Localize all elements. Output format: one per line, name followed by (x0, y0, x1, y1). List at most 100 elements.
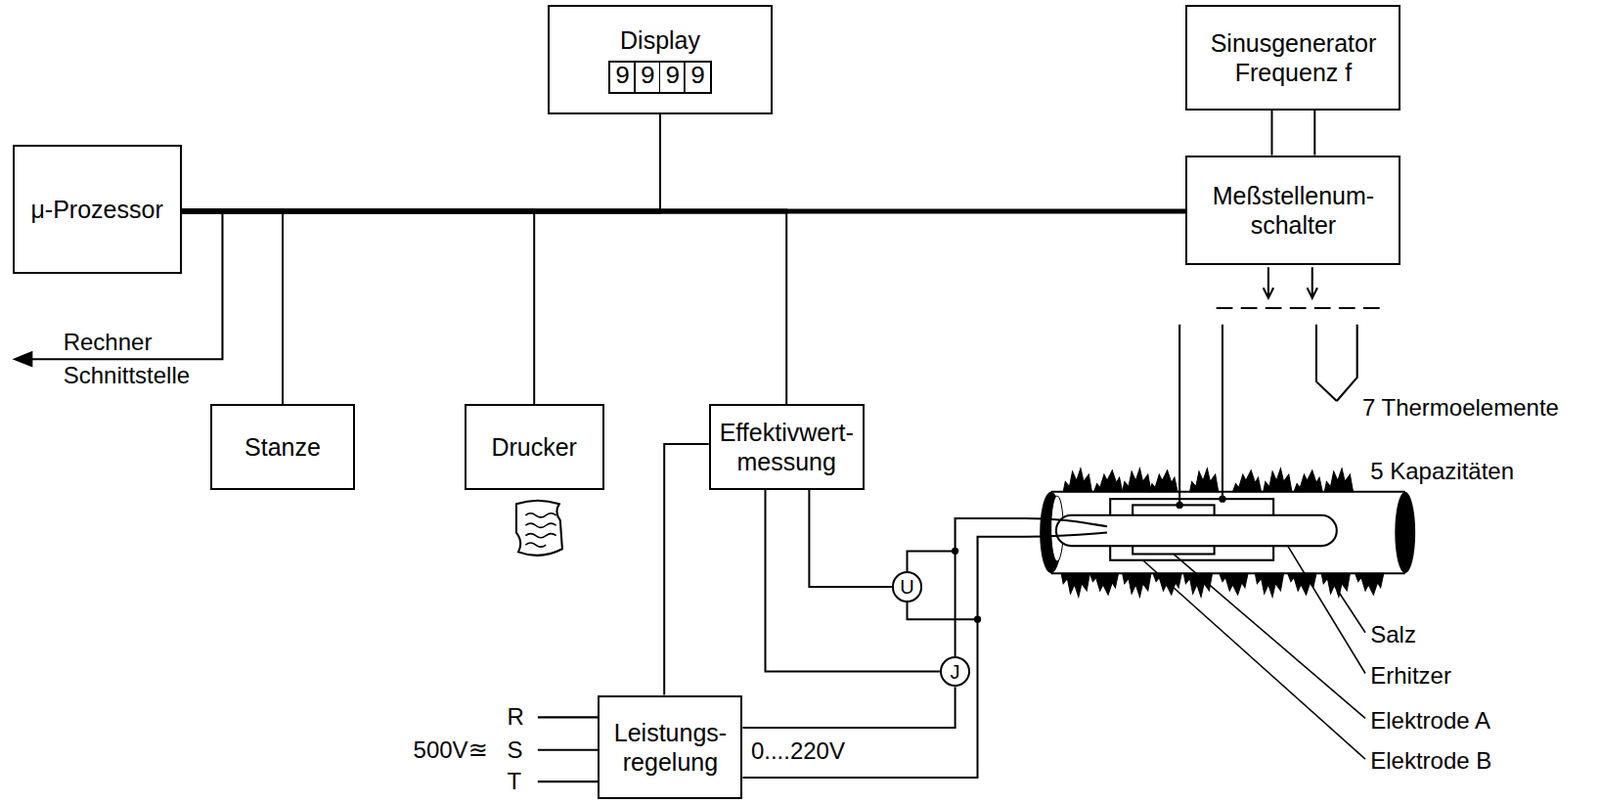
connector-line (907, 550, 956, 657)
ammeter-circle: J (939, 656, 971, 687)
connector-line (181, 114, 662, 212)
wire-line (765, 489, 940, 672)
part-label: Elektrode B (1370, 747, 1492, 776)
leader-line (1326, 573, 1366, 633)
connector-line (181, 211, 1187, 213)
salt-texture (1063, 468, 1092, 492)
phase-label: R (507, 703, 525, 732)
wire-line (281, 211, 284, 404)
node-label: Leistungs- regelung (607, 717, 733, 777)
part-label: Erhitzer (1370, 661, 1452, 690)
connector-line (743, 602, 978, 778)
tube-ends (1394, 491, 1416, 574)
node-label: Drucker (490, 432, 578, 462)
phase-input-wires (537, 716, 601, 782)
node-label: Display (620, 25, 701, 55)
salt-texture (1232, 470, 1261, 492)
heater-rod (1056, 515, 1337, 546)
wire-line (743, 602, 978, 778)
digit-readout: 9999 (608, 60, 712, 94)
wire-line (533, 211, 535, 404)
wire-line (659, 114, 662, 212)
bus-line (181, 209, 789, 215)
printer-paper-icon (516, 500, 563, 556)
leader-line (1288, 545, 1366, 673)
salt-texture (1089, 573, 1118, 595)
leader-line (1143, 545, 1366, 759)
connector-line (1272, 110, 1316, 156)
salt-texture (1190, 468, 1219, 492)
printer-paper-icon (525, 513, 556, 547)
salt-texture (1254, 573, 1284, 597)
voltage-label: 500V≊ (413, 735, 489, 764)
salt-texture (1324, 468, 1353, 492)
multiplexer-output-wires (1179, 266, 1380, 505)
node-label: Sinusgenerator Frequenz f (1195, 28, 1391, 88)
thermocouple-symbol (1316, 324, 1358, 401)
node-label: μ-Prozessor (30, 194, 163, 224)
junction-dot (1175, 501, 1183, 509)
wire-line (743, 686, 956, 728)
display-box: Display 9999 (547, 4, 773, 115)
wire-line (664, 444, 710, 696)
salt-texture (1293, 470, 1323, 492)
printer-box: Drucker (464, 403, 605, 490)
heater-supply-wires (977, 533, 1109, 621)
multiplexer-output-wires (1263, 287, 1318, 298)
interface-label: Rechner Schnittstelle (63, 325, 230, 393)
callout-label: 5 Kapazitäten (1370, 457, 1514, 487)
salt-texture (1263, 468, 1292, 492)
part-label: Salz (1370, 621, 1417, 650)
junction-dot (951, 494, 1227, 623)
power-control-box: Leistungs- regelung (597, 695, 743, 800)
connector-line (808, 489, 892, 587)
node-label: U (899, 577, 914, 597)
heater-rod (1056, 515, 1337, 546)
salt-texture (1321, 573, 1350, 597)
phase-label: S (507, 735, 524, 764)
salt-texture (1093, 470, 1122, 492)
voltage-range-label: 0....220V (751, 737, 845, 766)
connector-line (181, 211, 536, 404)
salt-texture (1122, 468, 1152, 492)
salt-texture (1122, 573, 1152, 597)
wire-line (785, 211, 788, 404)
arrow-head (12, 351, 34, 368)
node-label: Effektivwert- messung (718, 417, 855, 477)
leader-line (1173, 553, 1366, 718)
salt-texture (1183, 573, 1212, 597)
wire-line (1271, 110, 1274, 156)
bus-line (181, 209, 1187, 215)
node-label: Meßstellenum- schalter (1195, 180, 1391, 240)
multiplexer-box: Meßstellenum- schalter (1185, 155, 1401, 267)
punch-box: Stanze (210, 403, 356, 490)
salt-texture (1061, 573, 1090, 597)
connector-line (765, 489, 940, 672)
salt-texture (1288, 573, 1317, 595)
multiplexer-output-wires (1216, 307, 1380, 310)
connector-line (181, 211, 284, 404)
salt-texture (1149, 470, 1178, 492)
voltmeter-circle: U (891, 571, 923, 602)
wire-line (1313, 110, 1316, 156)
arrow-head (12, 351, 34, 368)
processor-box: μ-Prozessor (12, 144, 182, 273)
connector-line (743, 686, 956, 728)
part-label: Elektrode A (1370, 706, 1491, 735)
salt-texture (1355, 573, 1384, 595)
generator-box: Sinusgenerator Frequenz f (1185, 4, 1401, 110)
node-label: Stanze (244, 432, 321, 462)
phase-label: T (507, 767, 523, 797)
connector-line (664, 444, 710, 696)
multiplexer-output-wires (1179, 324, 1223, 506)
wire-line (907, 550, 956, 657)
connector-line (181, 211, 789, 404)
phase-input-wires (537, 716, 601, 782)
leader-line (1143, 560, 1366, 759)
rms-meter-box: Effektivwert- messung (709, 403, 865, 490)
